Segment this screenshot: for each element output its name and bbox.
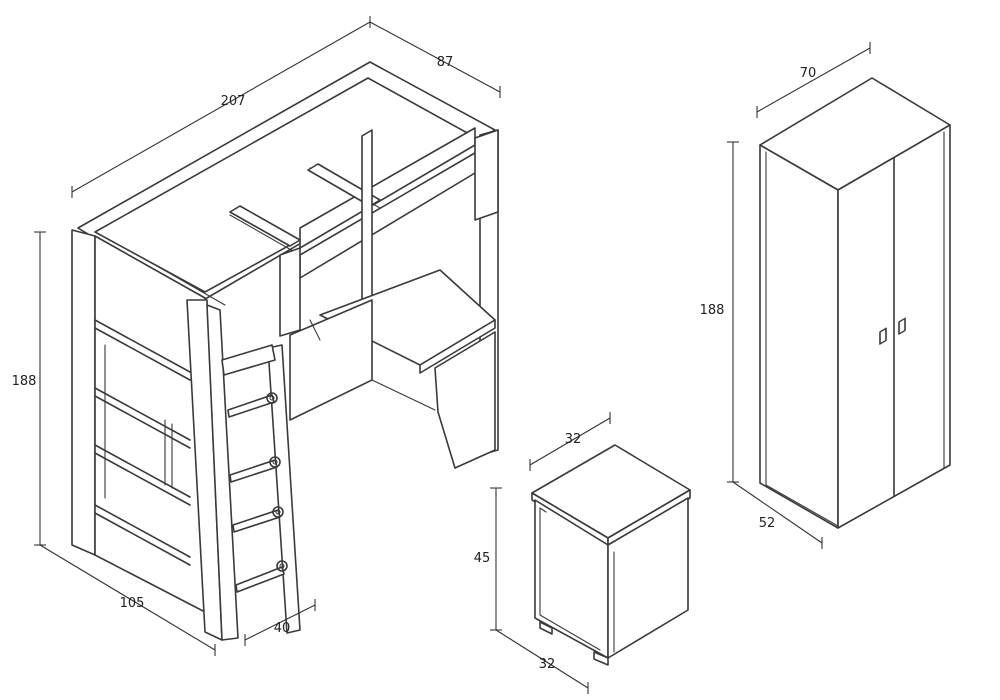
stool-foot	[593, 651, 609, 666]
bed-slat	[149, 261, 226, 306]
ladder-bolt-icon	[269, 456, 281, 468]
dim-line-ladder	[244, 604, 316, 641]
bed-side-panel-left	[71, 229, 96, 556]
desk-back-panel	[289, 299, 373, 421]
shelf-line	[94, 395, 191, 449]
dim-label-bed-length: 207	[221, 94, 246, 109]
shelf-line	[94, 504, 191, 558]
dim-line-depth	[369, 21, 501, 93]
ladder-bolt-icon	[272, 506, 284, 518]
dim-label-wardrobe-width: 70	[800, 66, 817, 81]
stool-front-inner	[539, 507, 601, 651]
shelf-line	[94, 444, 191, 498]
ladder-rail-inner	[221, 344, 276, 376]
dim-label-bed-height: 188	[12, 374, 37, 389]
dim-label-wardrobe-height: 188	[700, 303, 725, 318]
dim-label-stool-width: 32	[565, 432, 582, 447]
shelf-line	[94, 452, 191, 506]
stool-top-side	[607, 489, 691, 546]
shelf-line	[94, 512, 191, 566]
bed-slat	[229, 214, 301, 256]
dim-line-wardrobe-width	[756, 47, 871, 113]
stool-side	[607, 497, 689, 659]
ladder-bolt-icon	[269, 395, 275, 401]
bed-cross-bar	[361, 129, 373, 307]
ladder-bolt-icon	[272, 459, 278, 465]
shelf-line	[94, 319, 191, 373]
dim-label-stool-height: 45	[474, 551, 491, 566]
dim-line-wardrobe-depth	[732, 481, 823, 544]
door-handle-icon	[898, 317, 906, 335]
dim-label-stool-depth: 32	[539, 657, 556, 672]
dim-line-length	[71, 21, 371, 193]
bed-dimensions: 207 87 188 105 40	[12, 16, 501, 656]
ladder-rung	[235, 566, 285, 593]
ladder-bolt-icon	[275, 509, 281, 515]
stool-front-inner	[539, 507, 547, 513]
wardrobe	[759, 77, 951, 529]
dim-line-stool-width	[529, 417, 611, 466]
ladder-post-front	[206, 304, 239, 641]
stool-dimensions: 32 45 32	[474, 412, 611, 694]
wardrobe-base-edge	[765, 484, 839, 527]
ladder-bolt-icon	[276, 560, 288, 572]
stool	[531, 444, 691, 666]
desk-leg	[434, 331, 496, 469]
desk-edge	[419, 319, 496, 374]
bed-front-post	[279, 247, 301, 337]
dim-line-stool-depth	[495, 629, 589, 689]
wardrobe-dimensions: 70 188 52	[700, 42, 871, 549]
dim-label-bed-width: 105	[120, 596, 145, 611]
bed-front-post-top	[474, 129, 499, 221]
wardrobe-side	[759, 144, 839, 529]
shelf-line	[94, 387, 191, 441]
ladder-rail	[267, 344, 301, 634]
loft-bed	[71, 61, 499, 641]
bed-cross-bar	[229, 205, 301, 247]
door-handle-icon	[879, 327, 887, 345]
shelf-line	[94, 327, 191, 381]
dim-label-ladder-width: 40	[274, 621, 291, 636]
desk-support	[309, 319, 321, 341]
desk-bottom-edge	[371, 379, 436, 411]
ladder-bolt-icon	[279, 563, 285, 569]
stool-foot	[539, 621, 553, 635]
ladder-bolt-icon	[266, 392, 278, 404]
dim-label-wardrobe-depth: 52	[759, 516, 776, 531]
dim-line-width	[39, 544, 216, 651]
dim-label-bed-depth: 87	[437, 55, 454, 70]
